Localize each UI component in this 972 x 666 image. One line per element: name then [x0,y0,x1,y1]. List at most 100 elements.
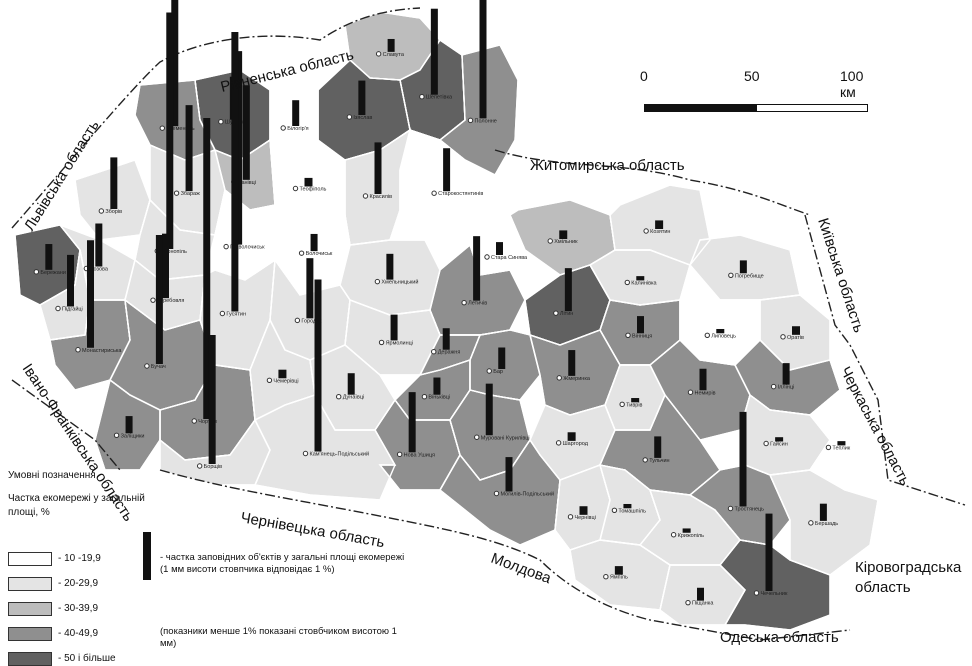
reserve-bar [792,326,800,335]
town-label: Зборів [105,209,122,215]
town-point [378,339,385,346]
reserve-bar [636,276,645,281]
town-label: Погребище [735,273,764,279]
town-label: Чернівці [575,515,596,521]
label-odesa: Одеська область [720,629,839,646]
town-label: Могилів-Подільський [501,491,555,498]
legend-class-label: - 40-49,9 [58,628,99,639]
town-label: Кам'янець-Подільський [310,451,370,458]
town-point [670,532,677,538]
town-label: Нова Ушиця [404,452,435,458]
reserve-bar [697,587,704,601]
reserve-bar [739,411,747,507]
district-boundary [374,398,461,491]
town-label: Білогір'я [287,126,308,132]
town-point [808,520,814,526]
legend-class-label: - 10 -19,9 [58,553,101,564]
town-point [486,368,492,374]
legend-swatch [8,627,52,641]
reserve-bar [387,38,395,52]
reserve-bar [443,148,451,192]
reserve-bar [166,12,174,249]
district-boundary [94,378,161,471]
town-label: Шепетівка [426,95,453,101]
town-label: Теплик [832,445,850,451]
reserve-bar [162,233,169,299]
town-point [223,243,229,250]
reserve-bar [235,51,243,245]
reserve-bar [347,373,355,395]
scale-segment-light [756,104,868,112]
district-boundary [719,539,831,631]
reserve-bar [155,235,163,364]
legend-title: Умовні позначення [8,470,96,481]
town-point [173,190,180,196]
reserve-bar [314,279,322,452]
town-point [419,94,425,100]
reserve-bar [306,258,314,319]
town-label: Городок [301,318,322,324]
town-label: Монастириська [82,348,122,354]
town-point [685,599,691,606]
town-label: Бар [493,369,503,375]
town-label: Вінниця [632,333,652,339]
reserve-bar [623,503,632,509]
town-point [150,297,156,303]
town-point [461,299,467,306]
town-point [467,117,474,124]
town-point [33,269,40,275]
reserve-bar [614,566,623,575]
legend-subtitle: Частка екомережі у загальній площі, % [8,493,145,518]
town-label: Мурованi Курилівці [481,435,530,441]
town-label: Томашпіль [618,508,646,514]
town-point [642,457,648,463]
town-label: Тульчин [649,458,669,464]
reserve-bar [408,392,416,453]
town-label: Бережани [40,270,66,276]
reserve-bar [765,513,773,591]
town-point [346,114,353,120]
town-point [98,208,105,214]
town-point [431,349,437,355]
scale-tick-100: 100 км [840,68,864,100]
town-label: Борщів [204,464,222,470]
town-label: Кременець [166,126,194,132]
town-label: Збараж [181,191,201,197]
town-point [144,363,150,369]
legend-swatch [8,577,52,591]
town-label: Ярмолинці [386,340,413,346]
reserve-bar [716,328,725,334]
reserve-bar [568,350,576,376]
town-points [33,51,832,606]
town-label: Піщанка [692,601,714,607]
town-point [196,463,203,469]
town-point [611,507,618,513]
town-label: Ланівці [238,180,256,186]
town-label: Заліщики [121,433,145,439]
town-label: Бучач [151,364,166,370]
town-label: Хмельницький [381,279,418,286]
legend-small-note: (показники менше 1% показані стовбчиком … [160,626,397,649]
reserve-bar [292,100,300,126]
label-moldova: Молдова [489,550,554,588]
town-label: Гусятин [226,312,246,318]
town-label: Красилів [370,194,393,200]
town-point [474,434,480,440]
town-point [753,590,760,596]
town-point [619,401,625,408]
reserve-bars [45,0,846,601]
town-label: Тростянець [735,507,765,513]
town-point [159,125,165,131]
reserve-bar [637,316,644,334]
town-label: Волочиськ [306,251,333,257]
town-label: Ізяслав [353,115,372,121]
town-point [75,347,81,353]
town-point [55,305,61,312]
town-label: Деражня [438,350,461,356]
town-label: Тернопіль [161,249,187,255]
town-point [362,193,369,199]
reserve-bar [567,432,576,441]
legend-swatch [8,652,52,666]
town-label: Летичів [468,301,487,307]
town-point [763,440,769,447]
